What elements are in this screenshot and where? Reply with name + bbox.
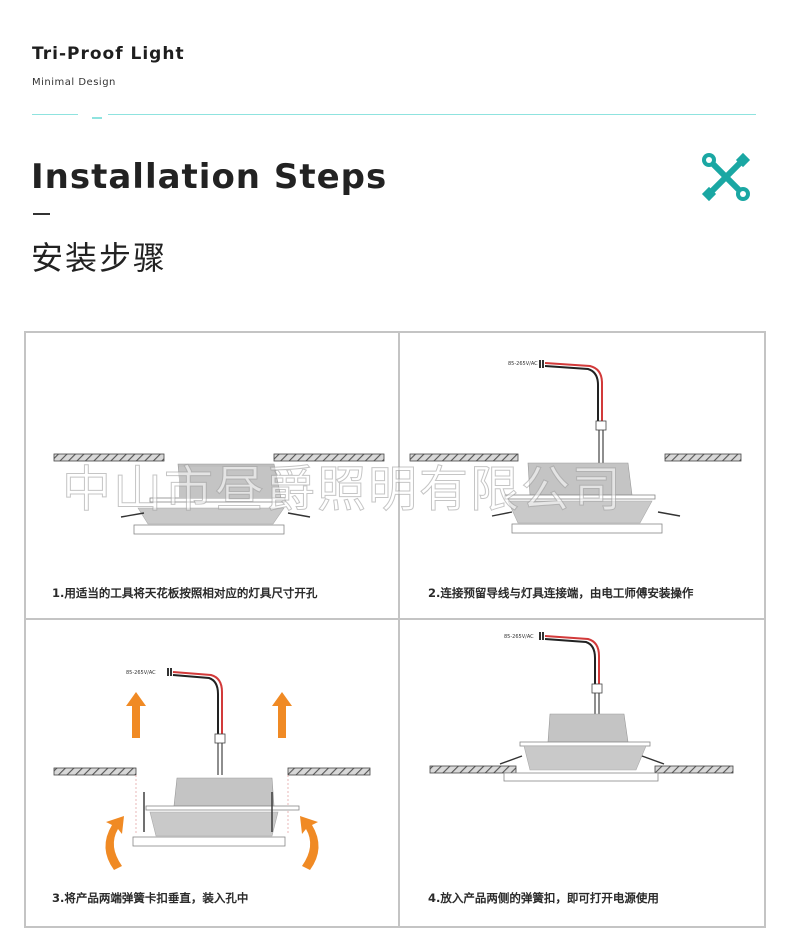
curved-arrow-icon [105,816,124,870]
step-4-panel: 85-265V/AC 4.放入产品两侧的弹簧扣，即可打开电源使用 [400,620,766,928]
brand-subtitle: Minimal Design [32,77,116,88]
step-3-panel: 85-265V/AC 3.将产品两端弹簧卡扣垂直，装入孔中 [26,620,398,928]
section-title-cn: 安装步骤 [31,239,168,277]
step-1-caption: 1.用适当的工具将天花板按照相对应的灯具尺寸开孔 [52,586,318,600]
steps-grid [24,331,766,928]
step-1-panel: 1.用适当的工具将天花板按照相对应的灯具尺寸开孔 [26,333,398,618]
divider-line [32,114,756,115]
section-title: Installation Steps [31,157,388,197]
step-2-illustration: 85-265V/AC [409,360,742,534]
brand-title: Tri-Proof Light [32,44,185,64]
wrench-screwdriver-icon [701,152,751,202]
step-2-voltage-label: 85-265V/AC [508,361,538,367]
step-3-voltage-label: 85-265V/AC [126,670,156,676]
step-2-caption: 2.连接预留导线与灯具连接端，由电工师傅安装操作 [428,586,694,600]
step-4-illustration: 85-265V/AC [429,632,734,782]
divider-accent [92,117,102,119]
step-4-voltage-label: 85-265V/AC [504,634,534,640]
arrow-up-icon [272,692,292,738]
step-2-panel: 85-265V/AC 2.连接预留导线与灯具连接端，由电工师傅安装操作 [400,333,766,618]
curved-arrow-icon [300,816,319,870]
step-3-caption: 3.将产品两端弹簧卡扣垂直，装入孔中 [52,891,249,905]
section-dash [33,213,50,215]
step-1-illustration [53,453,385,535]
arrow-up-icon [126,692,146,738]
step-4-caption: 4.放入产品两侧的弹簧扣，即可打开电源使用 [428,891,659,905]
step-3-illustration: 85-265V/AC [53,668,371,870]
